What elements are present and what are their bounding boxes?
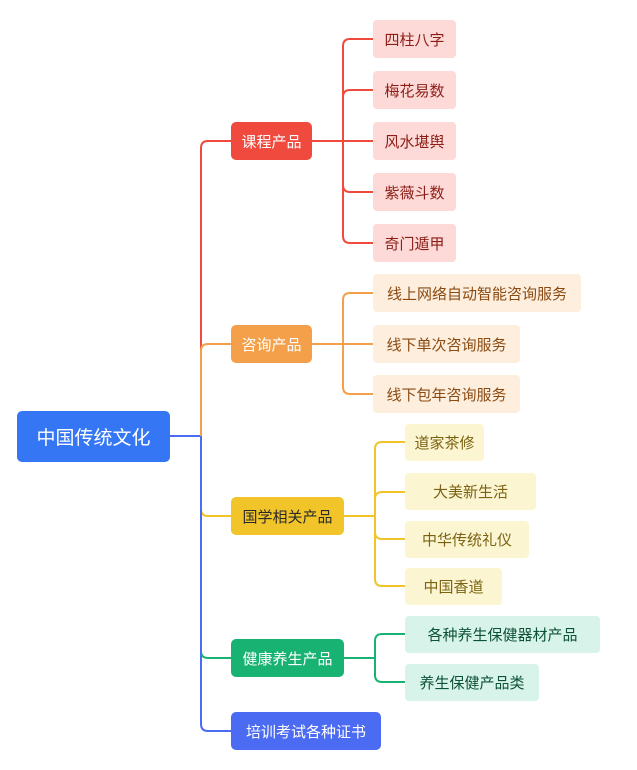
branch-health[interactable]: 健康养生产品 bbox=[231, 639, 344, 677]
leaf-meihua-yishu[interactable]: 梅花易数 bbox=[373, 71, 456, 109]
leaf-offline-single[interactable]: 线下单次咨询服务 bbox=[373, 325, 520, 363]
branch-connector-health bbox=[200, 436, 231, 659]
leaf-connector bbox=[342, 344, 373, 395]
leaf-connector bbox=[342, 292, 373, 344]
leaf-connector bbox=[342, 89, 373, 141]
leaf-connector bbox=[374, 633, 405, 658]
leaf-zhonghua-liyi[interactable]: 中华传统礼仪 bbox=[405, 521, 529, 558]
branch-connector-guoxue bbox=[200, 436, 231, 517]
branch-guoxue[interactable]: 国学相关产品 bbox=[231, 497, 344, 535]
leaf-connector bbox=[374, 516, 405, 540]
leaf-connector bbox=[374, 491, 405, 516]
leaf-connector bbox=[342, 38, 373, 141]
leaf-zhongguo-xiangdao[interactable]: 中国香道 bbox=[405, 568, 502, 605]
leaf-damei-xinshenghuo[interactable]: 大美新生活 bbox=[405, 473, 536, 510]
branch-courses[interactable]: 课程产品 bbox=[231, 122, 312, 160]
leaf-connector bbox=[342, 141, 373, 193]
leaf-offline-yearly[interactable]: 线下包年咨询服务 bbox=[373, 375, 520, 413]
leaf-health-equipment[interactable]: 各种养生保健器材产品 bbox=[405, 616, 600, 653]
leaf-connector bbox=[374, 658, 405, 683]
branch-connector-training bbox=[200, 436, 231, 732]
leaf-connector bbox=[342, 141, 373, 244]
leaf-daojia-chaxiu[interactable]: 道家茶修 bbox=[405, 424, 484, 461]
branch-connector-consulting bbox=[200, 343, 231, 436]
leaf-connector bbox=[374, 516, 405, 587]
leaf-qimen-dunjia[interactable]: 奇门遁甲 bbox=[373, 224, 456, 262]
leaf-fengshui[interactable]: 风水堪舆 bbox=[373, 122, 456, 160]
leaf-health-products[interactable]: 养生保健产品类 bbox=[405, 664, 539, 701]
branch-connector-courses bbox=[200, 140, 231, 436]
branch-consulting[interactable]: 咨询产品 bbox=[231, 325, 312, 363]
root-node[interactable]: 中国传统文化 bbox=[17, 411, 170, 462]
leaf-ziwei-doushu[interactable]: 紫薇斗数 bbox=[373, 173, 456, 211]
leaf-sizhu-bazi[interactable]: 四柱八字 bbox=[373, 20, 456, 58]
branch-training[interactable]: 培训考试各种证书 bbox=[231, 712, 381, 750]
leaf-connector bbox=[374, 441, 405, 516]
leaf-online-consulting[interactable]: 线上网络自动智能咨询服务 bbox=[373, 274, 581, 312]
